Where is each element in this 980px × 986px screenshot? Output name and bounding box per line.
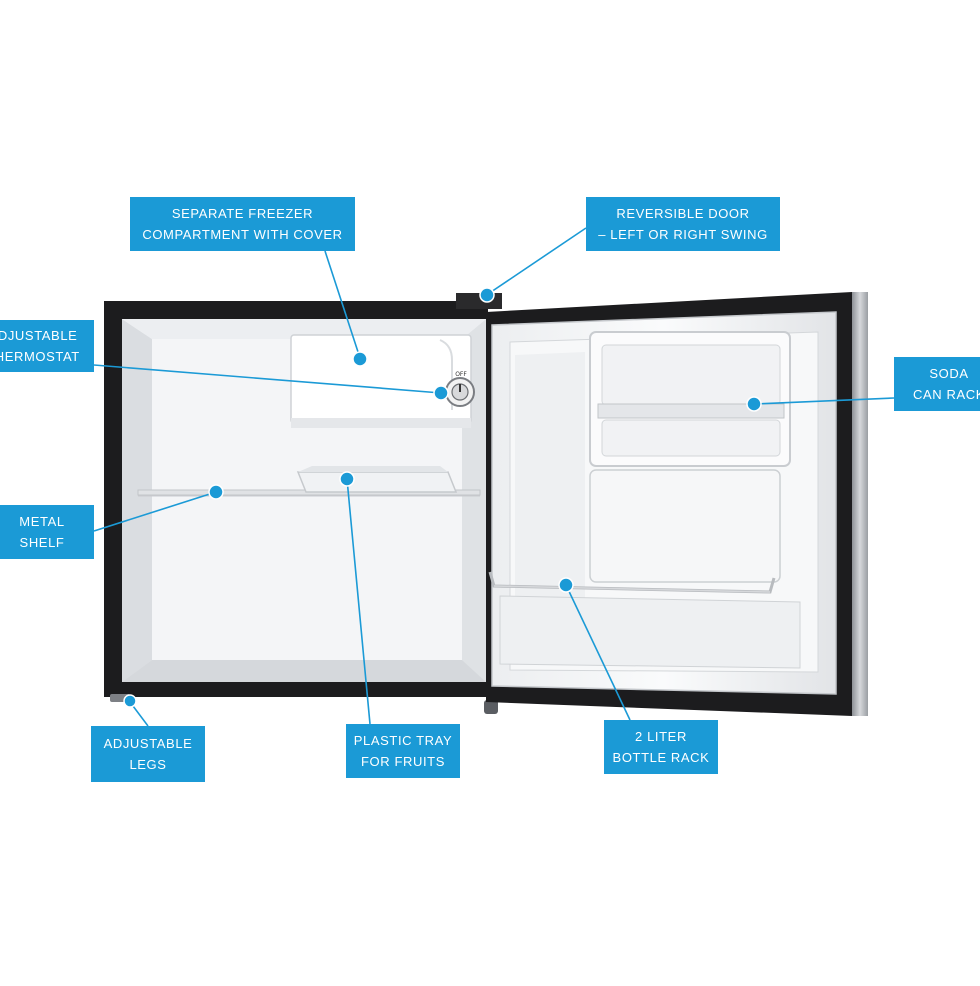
callout-tray-line1: PLASTIC TRAY — [353, 733, 453, 748]
dot-shelf — [208, 484, 224, 500]
callout-door-line2: – LEFT OR RIGHT SWING — [598, 227, 768, 242]
door-bin — [589, 469, 781, 583]
callout-shelf-line1: METAL — [19, 514, 65, 529]
callout-tray-line2: FOR FRUITS — [361, 754, 445, 769]
callout-bottle-line1: 2 LITER — [635, 729, 687, 744]
leader-soda — [753, 397, 895, 405]
callout-dots — [123, 287, 762, 708]
leader-bottle — [565, 584, 631, 721]
leader-lines — [93, 227, 895, 727]
dot-bottle — [558, 577, 574, 593]
callout-thermostat-line1: ADJUSTABLE — [0, 328, 78, 343]
dot-freezer — [352, 351, 368, 367]
dot-thermostat — [433, 385, 449, 401]
leader-door — [487, 227, 587, 295]
callout-adjustable-legs: ADJUSTABLE LEGS — [91, 726, 205, 782]
callout-bottle-rack: 2 LITER BOTTLE RACK — [604, 720, 718, 774]
leader-tray — [346, 478, 371, 725]
bottle-rack — [488, 571, 801, 669]
callout-soda-can-rack: SODA CAN RACK — [894, 357, 980, 411]
callout-shelf-line2: SHELF — [19, 535, 65, 550]
leader-shelf — [93, 491, 217, 532]
callout-door-line1: REVERSIBLE DOOR — [616, 206, 750, 221]
callout-freezer-line2: COMPARTMENT WITH COVER — [142, 227, 343, 242]
callout-thermostat-line2: THERMOSTAT — [0, 349, 80, 364]
soda-can-rack — [589, 331, 791, 467]
callout-adjustable-thermostat: ADJUSTABLE THERMOSTAT — [0, 320, 94, 372]
callout-bottle-line2: BOTTLE RACK — [612, 750, 710, 765]
leader-freezer — [324, 250, 361, 359]
dot-tray — [339, 471, 355, 487]
thermostat-off-label: OFF — [455, 371, 467, 378]
dot-soda — [746, 396, 762, 412]
callout-plastic-tray: PLASTIC TRAY FOR FRUITS — [346, 724, 460, 778]
callout-soda-line2: CAN RACK — [913, 387, 980, 402]
callout-freezer-line1: SEPARATE FREEZER — [171, 206, 314, 221]
callout-metal-shelf: METAL SHELF — [0, 505, 94, 559]
leader-thermostat — [93, 364, 442, 394]
freezer-compartment — [290, 334, 472, 428]
callout-legs-line1: ADJUSTABLE — [103, 736, 193, 751]
callout-soda-line1: SODA — [929, 366, 969, 381]
callout-legs-line2: LEGS — [129, 757, 167, 772]
door-hinge — [456, 293, 502, 309]
dot-door — [479, 287, 495, 303]
dot-legs — [123, 694, 137, 708]
callout-reversible-door: REVERSIBLE DOOR – LEFT OR RIGHT SWING — [586, 197, 780, 251]
plastic-tray — [296, 466, 458, 493]
door-hinge-bottom — [484, 700, 498, 714]
callout-freezer-compartment: SEPARATE FREEZER COMPARTMENT WITH COVER — [130, 197, 355, 251]
